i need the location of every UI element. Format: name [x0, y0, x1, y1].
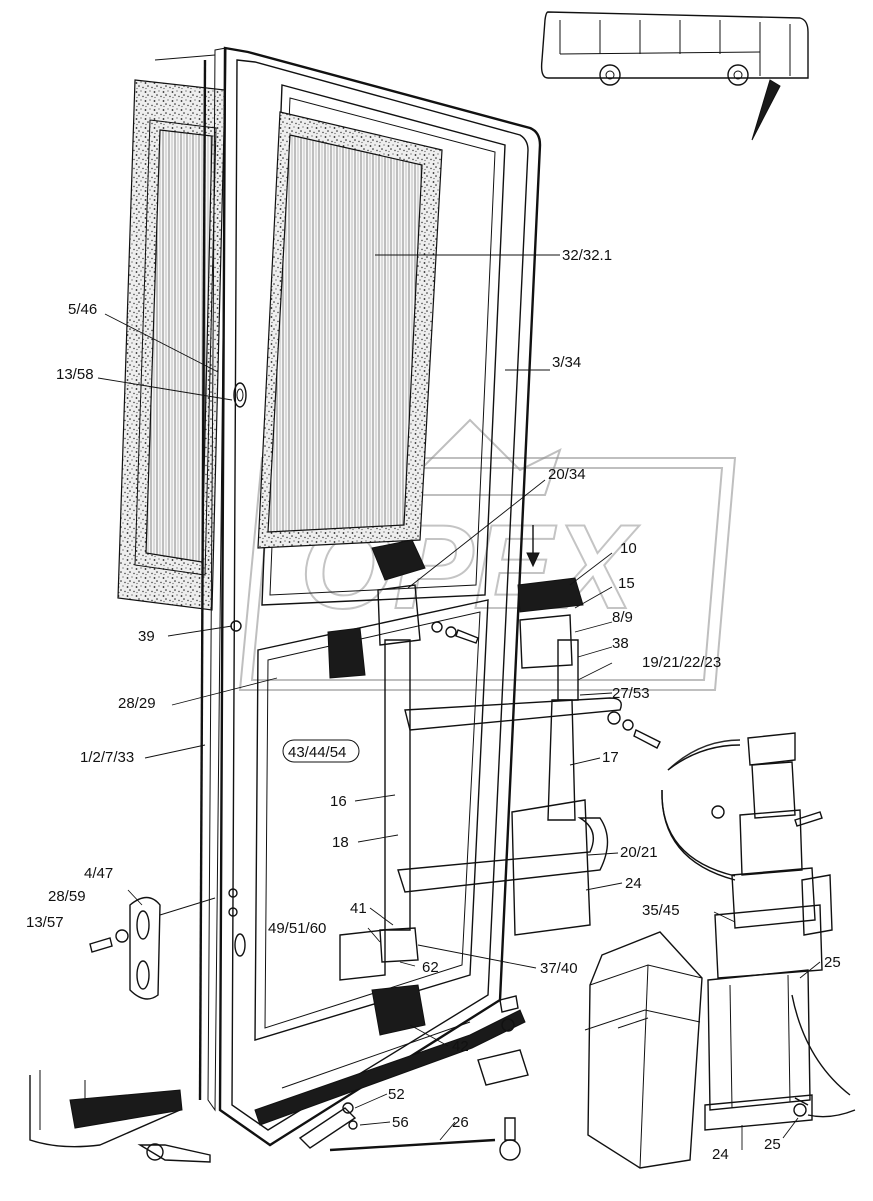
leader-lines — [97, 254, 821, 1150]
callout-5-46: 5/46 — [68, 301, 97, 318]
callout-35-45: 35/45 — [642, 902, 680, 919]
callout-49-51-60: 49/51/60 — [268, 920, 326, 937]
callout-32-32-1: 32/32.1 — [562, 247, 612, 264]
callout-26: 26 — [452, 1114, 469, 1131]
corner-detail — [29, 1070, 183, 1148]
callout-25-bottom: 25 — [764, 1136, 781, 1153]
callout-10: 10 — [620, 540, 637, 557]
callout-1-2-7-33: 1/2/7/33 — [80, 749, 134, 766]
door-mechanism — [327, 525, 661, 1086]
callout-labels: 32/32.1 5/46 13/58 3/34 20/34 10 15 8/9 … — [26, 247, 841, 1163]
callout-25-top: 25 — [824, 954, 841, 971]
callout-52: 52 — [388, 1086, 405, 1103]
callout-38: 38 — [612, 635, 629, 652]
callout-13-58: 13/58 — [56, 366, 94, 383]
callout-3-34: 3/34 — [552, 354, 581, 371]
callout-4-47: 4/47 — [84, 865, 113, 882]
callout-17: 17 — [602, 749, 619, 766]
callout-27-53: 27/53 — [612, 685, 650, 702]
callout-39: 39 — [138, 628, 155, 645]
callout-62: 62 — [422, 959, 439, 976]
callout-24-bottom: 24 — [712, 1146, 729, 1163]
callout-24-top: 24 — [625, 875, 642, 892]
bus-thumbnail — [540, 11, 809, 141]
arrow-down-icon — [526, 552, 540, 568]
door-frame-main — [198, 46, 542, 1147]
callout-56: 56 — [392, 1114, 409, 1131]
callout-37-40: 37/40 — [540, 960, 578, 977]
callout-20-34: 20/34 — [548, 466, 586, 483]
motor-assembly — [661, 732, 856, 1131]
linkage-rod — [137, 1102, 521, 1163]
callout-28-29: 28/29 — [118, 695, 156, 712]
callout-43-44-54: 43/44/54 — [288, 744, 346, 761]
callout-19-21-22-23: 19/21/22/23 — [642, 654, 721, 671]
callout-16: 16 — [330, 793, 347, 810]
bottom-seal-strip — [254, 1009, 526, 1126]
actuator-cover — [584, 931, 703, 1169]
callout-28-59: 28/59 — [48, 888, 86, 905]
callout-18: 18 — [332, 834, 349, 851]
callout-43-44-54-badge: 43/44/54 — [282, 739, 360, 763]
callout-42: 42 — [452, 1038, 469, 1055]
arrow-pointer-icon — [751, 79, 781, 141]
callout-13-57: 13/57 — [26, 914, 64, 931]
callout-8-9: 8/9 — [612, 609, 633, 626]
door-panel-rear — [117, 54, 226, 611]
handle-assembly — [89, 896, 216, 1000]
callout-20-21: 20/21 — [620, 844, 658, 861]
callout-41: 41 — [350, 900, 367, 917]
callout-15: 15 — [618, 575, 635, 592]
